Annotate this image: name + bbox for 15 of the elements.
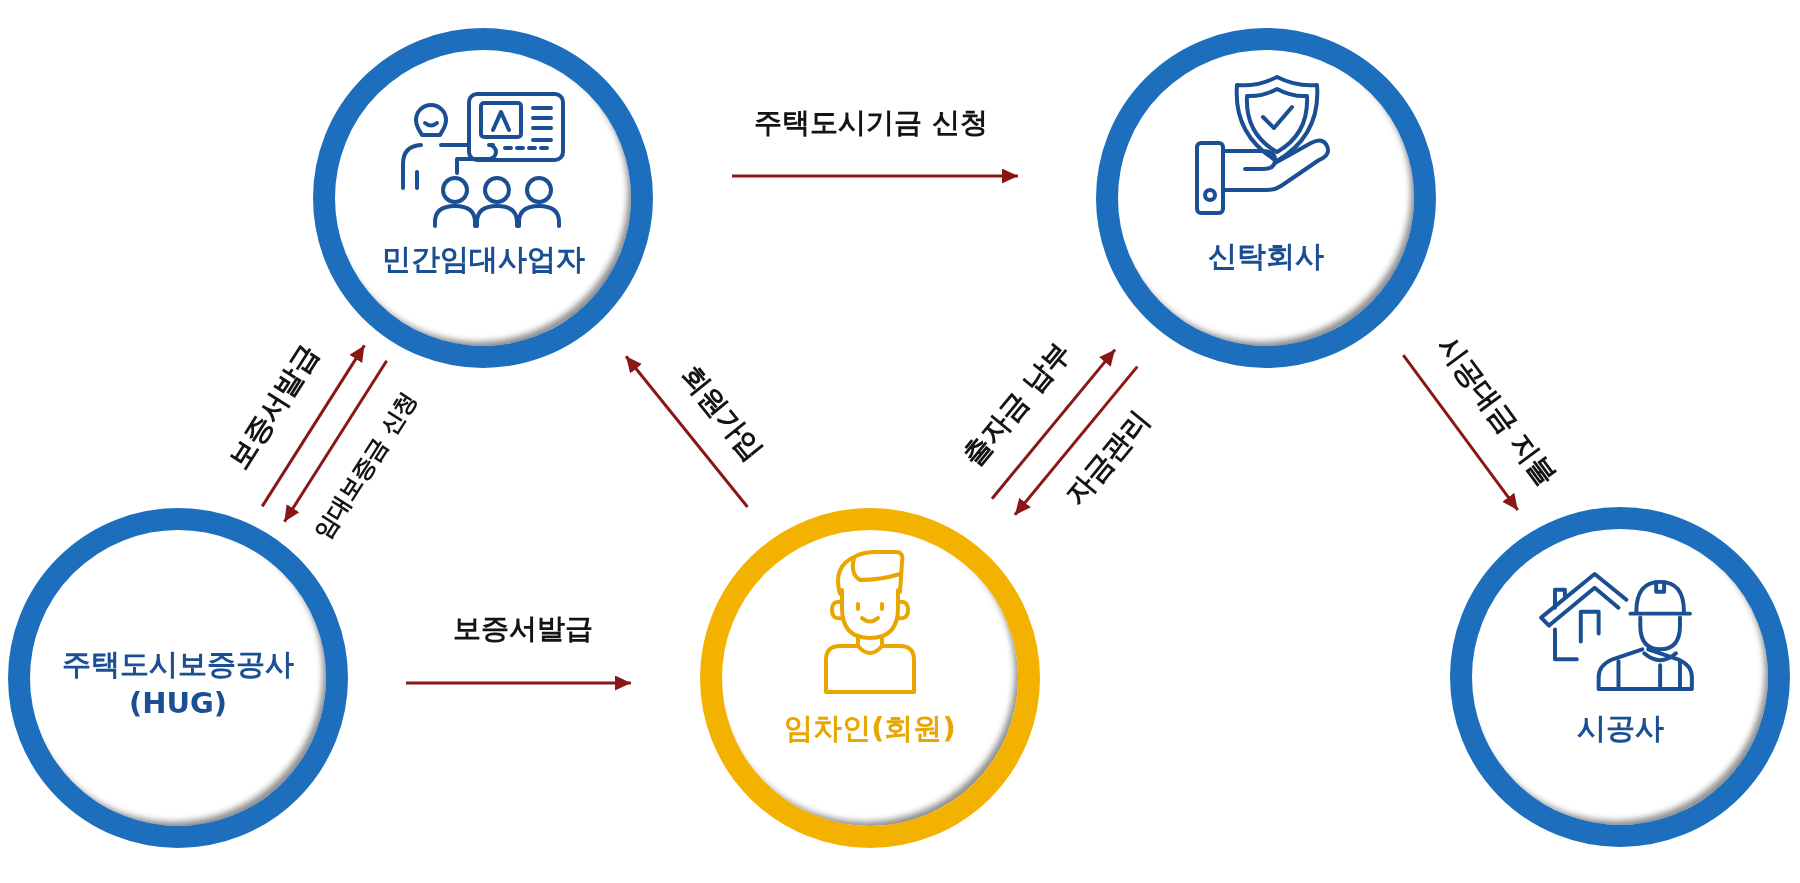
arrow [624, 355, 749, 508]
arrow [732, 168, 1018, 184]
arrow [1402, 354, 1519, 511]
arrow [406, 675, 631, 691]
entity-label: 시공사 [1576, 710, 1664, 748]
entity-label: 임차인(회원) [784, 710, 956, 748]
entity-label: 민간임대사업자 [381, 241, 585, 279]
arrow [990, 348, 1117, 500]
arrow [1013, 365, 1139, 516]
arrow [283, 359, 388, 523]
entity-label: 주택도시보증공사 (HUG) [61, 645, 295, 722]
edge-label: 주택도시기금 신청 [754, 106, 988, 140]
edge-label: 보증서발급 [452, 612, 593, 646]
arrow [260, 344, 366, 508]
entity-label: 신탁회사 [1208, 238, 1324, 276]
